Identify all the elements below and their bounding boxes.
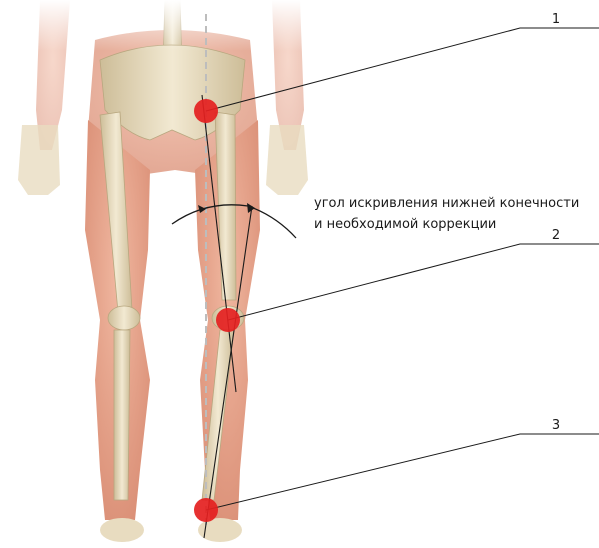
- marker-knee: [216, 308, 240, 332]
- leader-line-3: [206, 434, 599, 510]
- top-fade: [0, 0, 599, 170]
- marker-ankle: [194, 498, 218, 522]
- right-knee: [108, 306, 140, 330]
- marker-label-1: 1: [552, 12, 560, 27]
- right-foot: [100, 518, 144, 542]
- annotation-line-2: и необходимой коррекции: [314, 217, 496, 232]
- right-tibia: [114, 330, 130, 500]
- leader-line-2: [228, 244, 599, 320]
- marker-label-3: 3: [552, 418, 560, 433]
- marker-hip: [194, 99, 218, 123]
- marker-label-2: 2: [552, 228, 560, 243]
- annotation-line-1: угол искривления нижней конечности: [314, 196, 579, 211]
